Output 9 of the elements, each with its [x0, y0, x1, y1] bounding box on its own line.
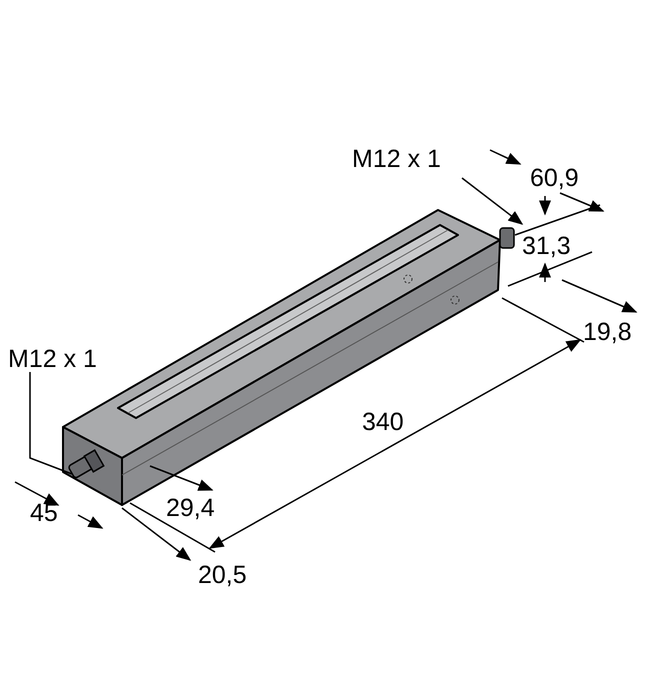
dimension-label: 29,4	[166, 496, 215, 521]
dimension-label: 60,9	[530, 166, 579, 191]
dimension-label: M12 x 1	[352, 147, 441, 172]
dimension-label: M12 x 1	[8, 347, 97, 372]
dimension-label: 20,5	[198, 563, 247, 588]
dimension-label: 340	[362, 410, 404, 435]
dimension-label: 31,3	[522, 234, 571, 259]
dimension-label: 19,8	[583, 320, 632, 345]
dimension-label: 45	[30, 501, 58, 526]
